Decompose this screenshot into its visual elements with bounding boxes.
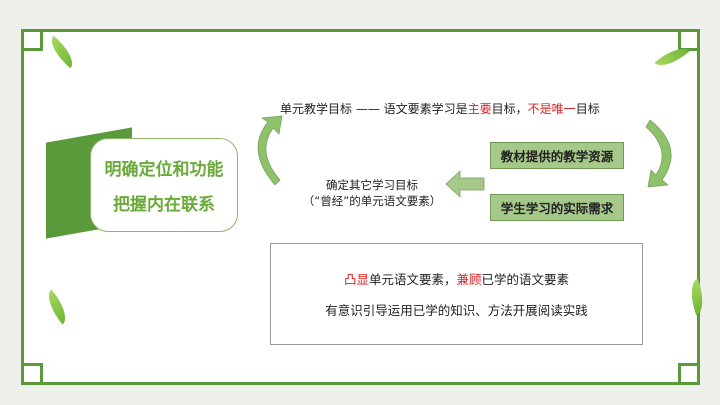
summary-line-2: 有意识引导运用已学的知识、方法开展阅读实践 [325, 303, 588, 318]
curved-arrow-up-icon [257, 115, 283, 186]
frame-corner-ornament [678, 29, 700, 51]
frame-corner-ornament [678, 363, 700, 385]
summary-box: 凸显单元语文要素，兼顾已学的语文要素 有意识引导运用已学的知识、方法开展阅读实践 [270, 243, 643, 345]
emphasis-text: 兼顾 [456, 272, 482, 287]
text: 单元语文要素， [368, 272, 457, 287]
summary-line-1: 凸显单元语文要素，兼顾已学的语文要素 [344, 269, 569, 288]
curved-arrow-down-icon [645, 119, 672, 188]
topic-box: 明确定位和功能 把握内在联系 [90, 138, 238, 232]
left-arrow-icon [445, 170, 485, 198]
text: 单元教学目标 —— 语文要素学习是 [280, 102, 468, 116]
topic-line-1: 明确定位和功能 [104, 160, 224, 180]
frame-corner-ornament [21, 29, 43, 51]
student-needs-box: 学生学习的实际需求 [490, 194, 624, 221]
text: 已学的语文要素 [481, 272, 570, 287]
box-label: 学生学习的实际需求 [500, 201, 614, 216]
emphasis-text: 凸显 [343, 272, 369, 287]
other-goals-line-2: （“曾经”的单元语文要素） [302, 194, 442, 208]
text: 目标， [491, 102, 528, 116]
emphasis-text: 主要 [467, 102, 492, 116]
other-goals-text: 确定其它学习目标 （“曾经”的单元语文要素） [292, 177, 452, 209]
box-label: 教材提供的教学资源 [500, 149, 614, 164]
frame-corner-ornament [21, 363, 43, 385]
teaching-resources-box: 教材提供的教学资源 [490, 142, 624, 169]
topic-line-2: 把握内在联系 [113, 195, 215, 215]
emphasis-text: 不是唯一 [527, 102, 576, 116]
other-goals-line-1: 确定其它学习目标 [326, 178, 418, 192]
unit-goal-statement: 单元教学目标 —— 语文要素学习是主要目标，不是唯一目标 [280, 101, 600, 117]
text: 目标 [575, 102, 600, 116]
